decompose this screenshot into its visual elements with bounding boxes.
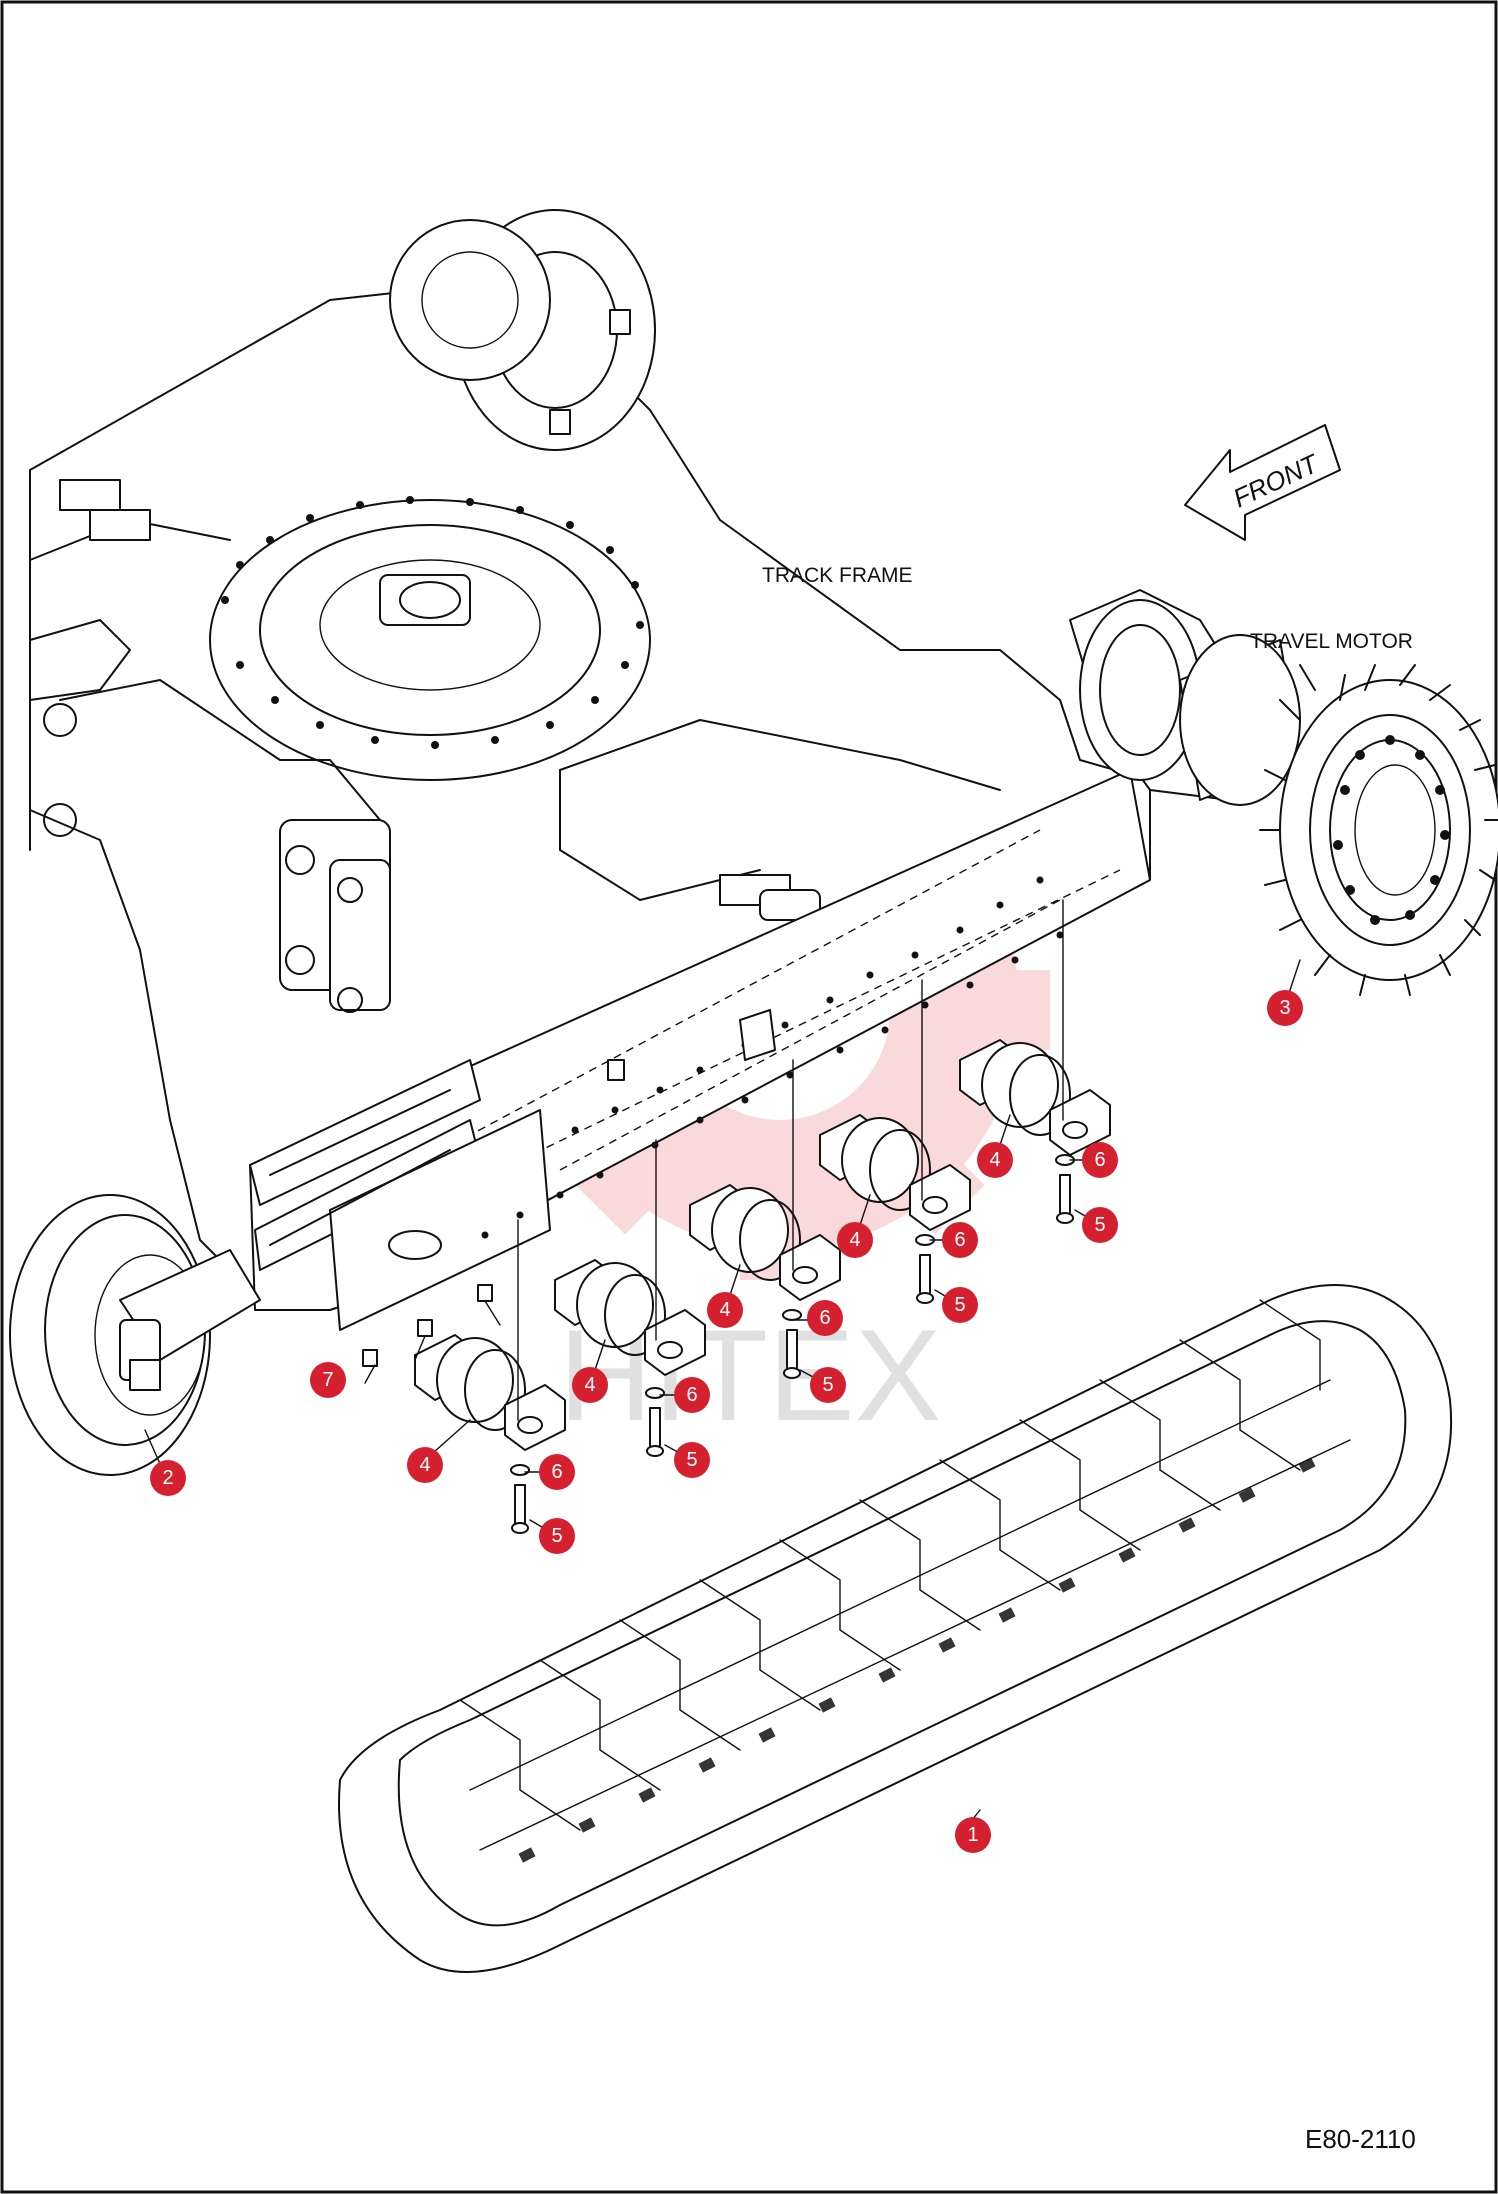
callouts: 1 2 3 4 4 4 4 4 4 5 5 5 5 5 6 6 6 6 6 7 — [150, 990, 1303, 1853]
diagram-code: E80-2110 — [1305, 2124, 1416, 2154]
travel-motor — [1069, 589, 1301, 806]
sprocket — [1259, 664, 1498, 996]
svg-text:5: 5 — [822, 1374, 833, 1396]
callout-4: 4 — [837, 1222, 873, 1258]
svg-text:6: 6 — [954, 1229, 965, 1251]
callout-1: 1 — [955, 1817, 991, 1853]
track-rollers — [414, 899, 1111, 1451]
callout-6: 6 — [942, 1222, 978, 1258]
svg-text:6: 6 — [819, 1307, 830, 1329]
svg-text:4: 4 — [419, 1454, 430, 1476]
callout-6: 6 — [807, 1300, 843, 1336]
svg-text:5: 5 — [686, 1449, 697, 1471]
callout-4: 4 — [572, 1367, 608, 1403]
svg-text:7: 7 — [322, 1369, 333, 1391]
callout-5: 5 — [539, 1518, 575, 1554]
callout-5: 5 — [810, 1367, 846, 1403]
callout-4: 4 — [707, 1292, 743, 1328]
callout-6: 6 — [539, 1454, 575, 1490]
svg-text:1: 1 — [967, 1824, 978, 1846]
svg-text:2: 2 — [162, 1467, 173, 1489]
svg-text:4: 4 — [989, 1149, 1000, 1171]
front-arrow: FRONT — [1184, 424, 1341, 541]
svg-text:6: 6 — [551, 1461, 562, 1483]
svg-text:5: 5 — [954, 1294, 965, 1316]
callout-5: 5 — [942, 1287, 978, 1323]
callout-7: 7 — [310, 1362, 346, 1398]
rubber-track — [338, 1284, 1453, 1973]
svg-text:5: 5 — [551, 1525, 562, 1547]
callout-6: 6 — [1082, 1142, 1118, 1178]
callout-4: 4 — [407, 1447, 443, 1483]
track-frame-label: TRACK FRAME — [762, 564, 913, 587]
svg-text:5: 5 — [1094, 1214, 1105, 1236]
callout-3: 3 — [1267, 990, 1303, 1026]
roller-bolts — [362, 1154, 1075, 1534]
callout-5: 5 — [674, 1442, 710, 1478]
callout-2: 2 — [150, 1460, 186, 1496]
track-frame — [29, 209, 1151, 1331]
callout-6: 6 — [674, 1377, 710, 1413]
svg-text:4: 4 — [719, 1299, 730, 1321]
callout-4: 4 — [977, 1142, 1013, 1178]
svg-text:6: 6 — [1094, 1149, 1105, 1171]
svg-text:4: 4 — [849, 1229, 860, 1251]
callout-4: 4 — [994, 1157, 1005, 1179]
svg-text:6: 6 — [686, 1384, 697, 1406]
idler — [9, 1194, 261, 1476]
callout-5: 5 — [1082, 1207, 1118, 1243]
svg-text:3: 3 — [1279, 997, 1290, 1019]
travel-motor-label: TRAVEL MOTOR — [1250, 630, 1413, 653]
svg-text:4: 4 — [584, 1374, 595, 1396]
